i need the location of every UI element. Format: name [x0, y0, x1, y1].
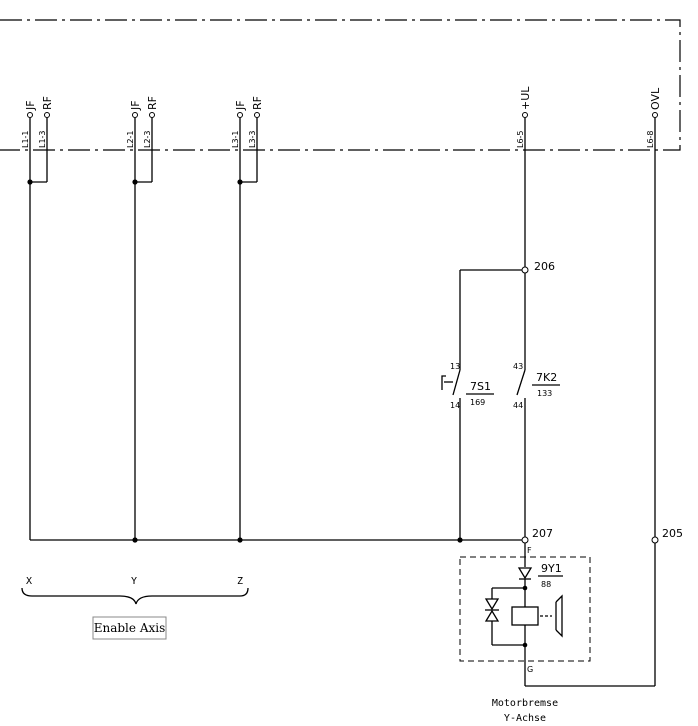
contact-7k2-pin-43: 43: [513, 362, 523, 371]
node-205-terminal: [651, 536, 659, 544]
signal-labels: JF RF JF RF JF RF +UL OVL: [24, 86, 662, 111]
ovl-wiring: 205: [525, 118, 683, 687]
top-terminals: [27, 112, 658, 118]
brake-label: 9Y1: [541, 562, 562, 575]
connector-l6-5: L6-5: [516, 130, 525, 148]
connector-labels: L1-1 L1-3 L2-1 L2-3 L3-1 L3-3 L6-5 L6-8: [21, 130, 655, 148]
signal-jf-3: JF: [234, 100, 247, 111]
connector-l2-3: L2-3: [143, 130, 152, 148]
axis-z-label: Z: [237, 576, 243, 587]
brake-9y1: F 9Y1 88 G Motorbremse Y-Achse: [459, 543, 591, 724]
node-206-label: 206: [534, 260, 555, 273]
connector-l1-3: L1-3: [38, 130, 47, 148]
switch-7s1-ref: 169: [470, 398, 485, 407]
brake-caption-line1: Motorbremse: [492, 698, 558, 709]
signal-rf-2: RF: [146, 96, 159, 110]
enable-axis-box: [92, 616, 167, 640]
brake-caption-line2: Y-Achse: [504, 713, 546, 724]
axis-group: X Y Z Enable Axis: [21, 576, 249, 640]
switch-7s1: 13 14 7S1 169: [441, 362, 494, 540]
brake-pin-f: F: [527, 546, 532, 555]
connector-l3-3: L3-3: [248, 130, 257, 148]
axis-wiring: [27, 118, 522, 543]
node-206-terminal: [521, 266, 529, 274]
connector-l2-1: L2-1: [126, 130, 135, 148]
axis-x-label: X: [26, 576, 32, 587]
signal-jf-2: JF: [129, 100, 142, 111]
axis-y-label: Y: [131, 576, 137, 587]
signal-rf-3: RF: [251, 96, 264, 110]
cabinet-boundary: [0, 19, 681, 151]
contact-7k2-pin-44: 44: [513, 401, 523, 410]
connector-l6-8: L6-8: [646, 130, 655, 148]
switch-7s1-label: 7S1: [470, 380, 491, 393]
contact-7k2: 43 44 7K2 133: [513, 362, 560, 537]
brake-pin-g: G: [527, 665, 533, 674]
signal-rf-1: RF: [41, 96, 54, 110]
enable-axis-label: Enable Axis: [94, 621, 166, 635]
signal-jf-1: JF: [24, 100, 37, 111]
connector-l1-1: L1-1: [21, 130, 30, 148]
connector-l3-1: L3-1: [231, 130, 240, 148]
switch-7s1-pin-13: 13: [450, 362, 460, 371]
contact-7k2-ref: 133: [537, 389, 552, 398]
node-207: 207: [521, 527, 553, 544]
axis-brace: [21, 587, 249, 605]
switch-7s1-pin-14: 14: [450, 401, 460, 410]
brake-ref: 88: [541, 580, 551, 589]
node-207-label: 207: [532, 527, 553, 540]
contact-7k2-label: 7K2: [536, 371, 557, 384]
node-205-label: 205: [662, 527, 683, 540]
signal-ul: +UL: [519, 86, 532, 110]
ul-wiring: 206: [459, 118, 555, 370]
signal-ovl: OVL: [649, 87, 662, 110]
